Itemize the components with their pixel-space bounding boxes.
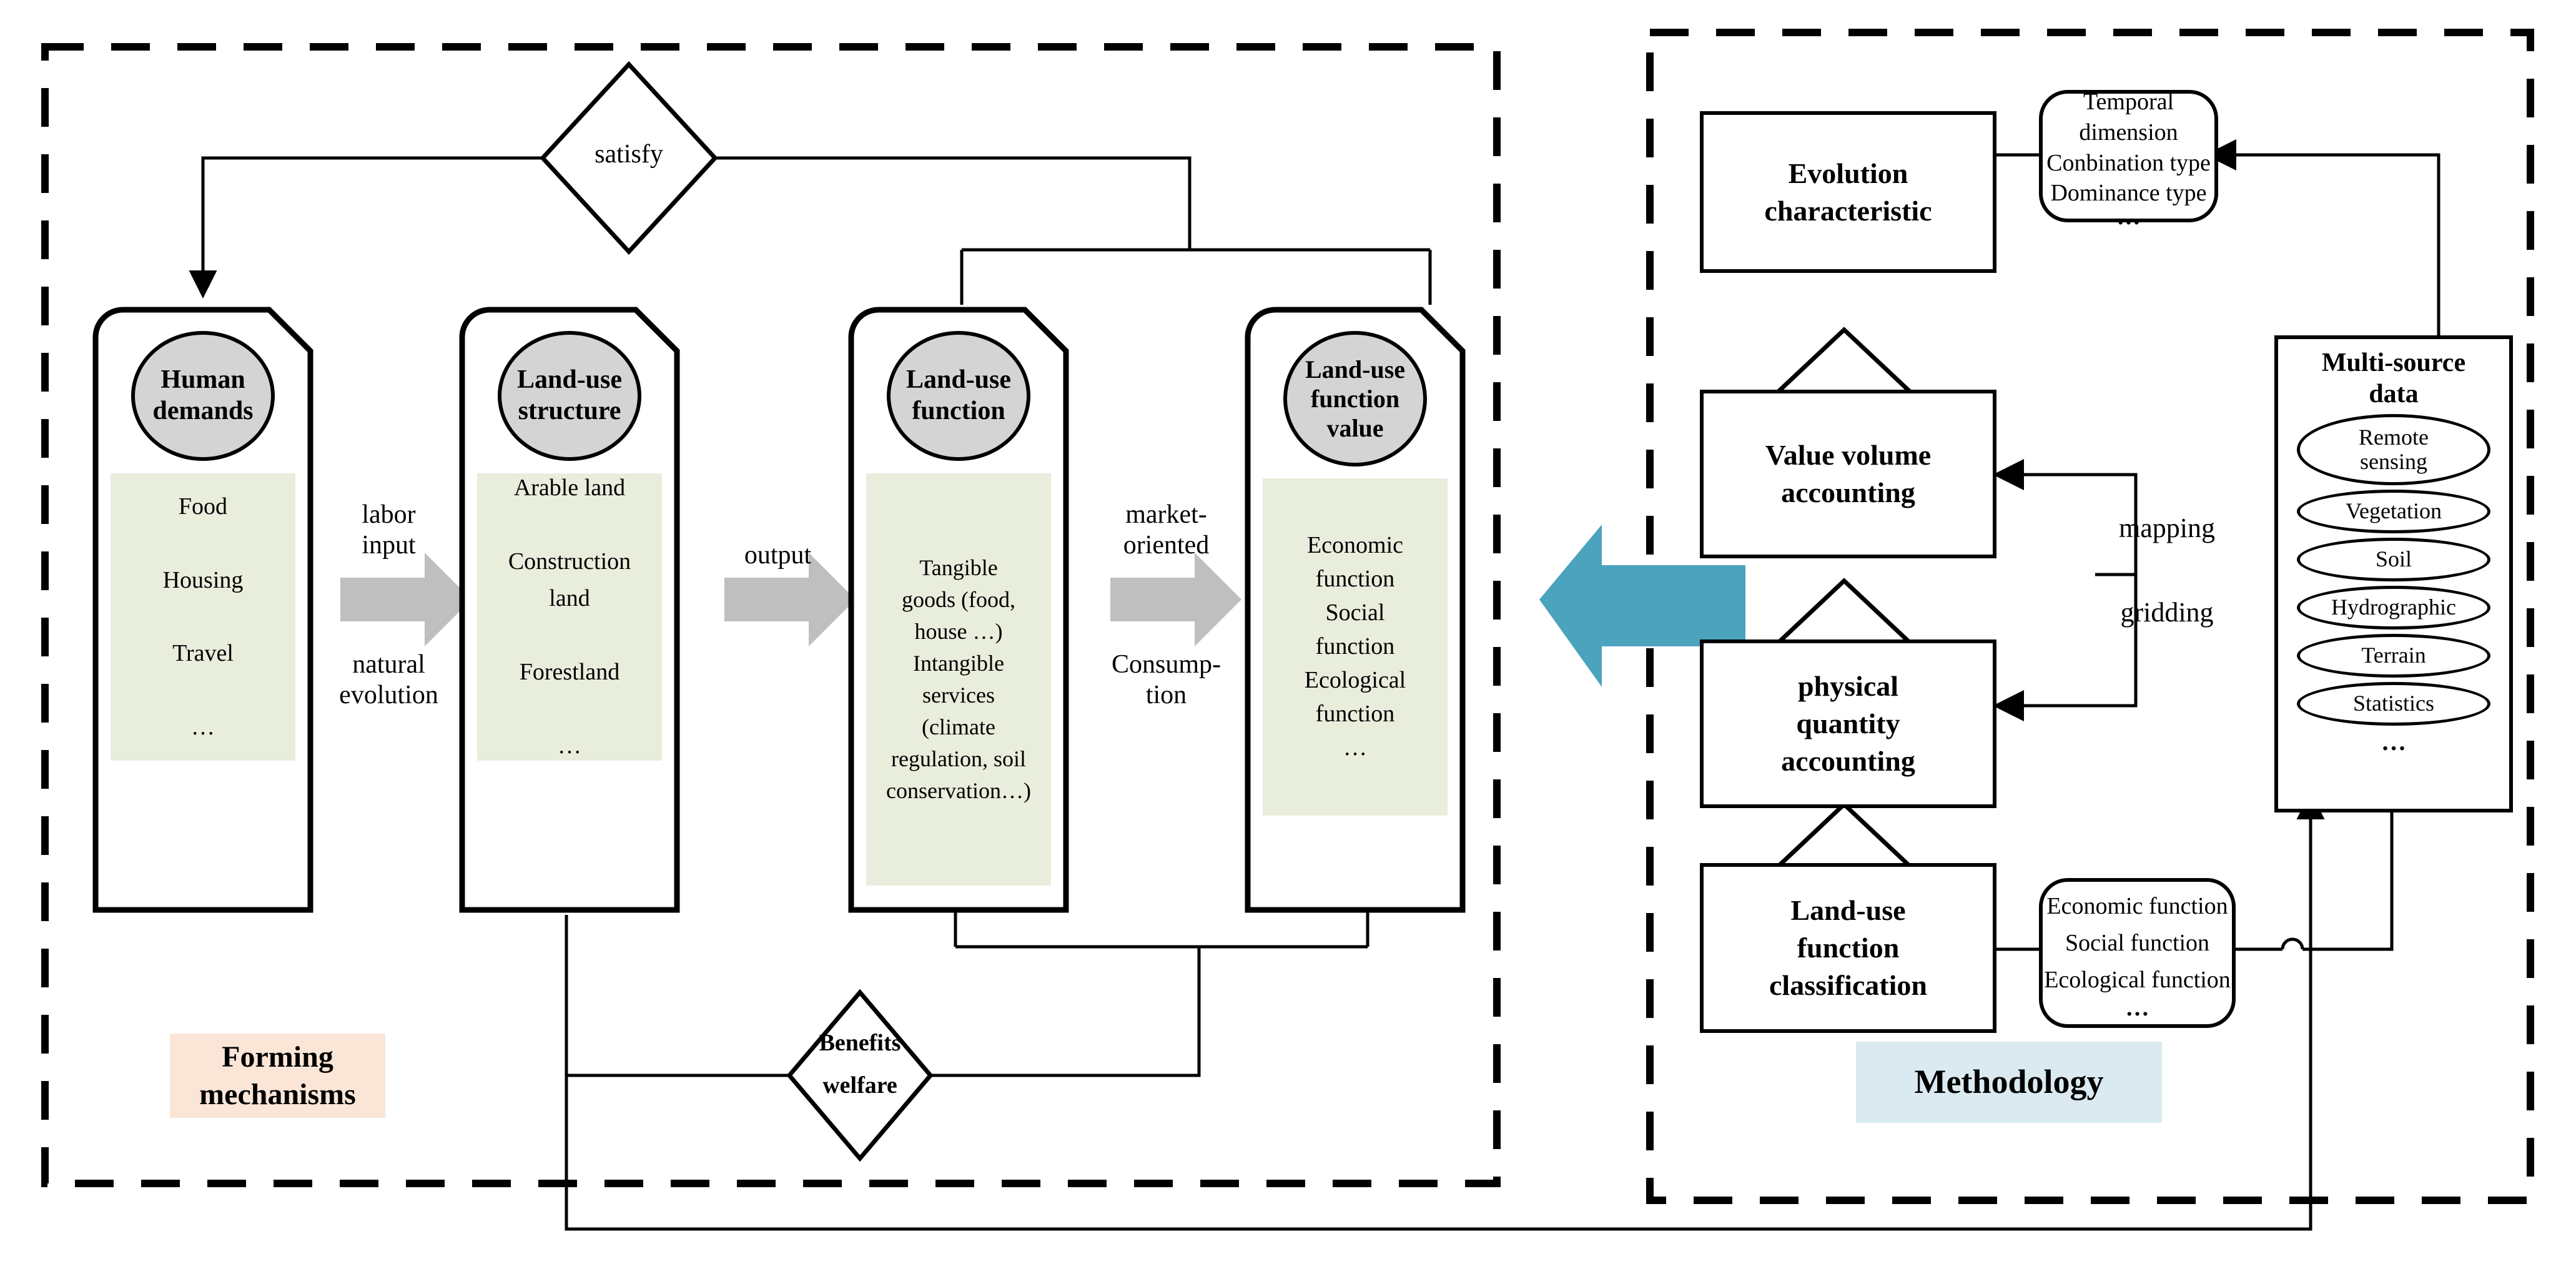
multi-source-ellipsis: … <box>2381 728 2406 756</box>
flow-label-2-above: output <box>744 541 812 570</box>
edge-gridding-to-physical-quantity <box>1992 575 2138 721</box>
list-item: Conbination type <box>2046 149 2211 176</box>
list-item: … <box>2116 203 2141 230</box>
flow-label-3-below: Consump- tion <box>1111 650 1221 709</box>
edge-label-mapping: mapping <box>2119 513 2215 543</box>
list-item: Economic function <box>2046 893 2228 920</box>
data-oval-hydrographic: Hydrographic <box>2297 586 2490 630</box>
forming-mechanisms-caption: Forming mechanisms <box>170 1034 385 1118</box>
pillar-title-ellipse: Human demands <box>131 331 275 461</box>
data-oval-terrain: Terrain <box>2297 634 2490 678</box>
pillar-items-panel: Economic function Social function Ecolog… <box>1263 478 1448 816</box>
flow-label-1-below: natural evolution <box>339 650 438 709</box>
methodology-caption: Methodology <box>1856 1042 2162 1123</box>
data-oval-soil: Soil <box>2297 538 2490 582</box>
pillar-items: Food Housing Travel … <box>162 493 244 741</box>
pillar-title: Human demands <box>152 365 254 425</box>
pillar-title: Land-use structure <box>516 365 623 425</box>
edge-satisfy-to-human-demands <box>189 156 543 299</box>
pillar-title-ellipse: Land-use function value <box>1283 331 1427 467</box>
pillar-items: Economic function Social function Ecolog… <box>1304 532 1406 761</box>
benefits-welfare-label: Benefits welfare <box>819 1030 901 1099</box>
list-function-classes: Economic function Social function Ecolog… <box>2039 878 2236 1028</box>
list-item: Social function <box>2065 930 2210 957</box>
list-item: … <box>2125 995 2149 1022</box>
pillar-land-use-structure: Land-use structure Arable land Construct… <box>457 305 682 915</box>
list-item: Dominance type <box>2050 180 2207 207</box>
pillar-items-panel: Arable land Construction land Forestland… <box>477 473 662 761</box>
pillar-items: Tangible goods (food, house …) Intangibl… <box>886 555 1031 804</box>
box-evolution-characteristic: Evolution characteristic <box>1700 111 1996 273</box>
pillar-items-panel: Food Housing Travel … <box>111 473 295 761</box>
edge-structure-to-benefits <box>565 915 789 1077</box>
list-item: Temporal dimension <box>2079 89 2178 146</box>
flow-label-3-above: market- oriented <box>1123 500 1210 560</box>
line-hop <box>2281 937 2304 950</box>
pillar-title: Land-use function value <box>1305 355 1406 443</box>
edge-label-gridding: gridding <box>2120 597 2214 628</box>
pillar-land-use-function-value: Land-use function value Economic functio… <box>1243 305 1468 915</box>
data-oval-statistics: Statistics <box>2297 682 2490 726</box>
pillar-human-demands: Human demands Food Housing Travel … <box>91 305 315 915</box>
box-multi-source-data: Multi-source data Remote sensing Vegetat… <box>2274 335 2513 812</box>
multi-source-title: Multi-source data <box>2321 348 2466 408</box>
pillar-items: Arable land Construction land Forestland… <box>508 475 631 759</box>
pillar-title-ellipse: Land-use function <box>887 331 1030 461</box>
list-item: Ecological function <box>2044 967 2231 994</box>
satisfy-label: satisfy <box>595 140 663 169</box>
pillar-title-ellipse: Land-use structure <box>498 331 641 461</box>
data-oval-remote-sensing: Remote sensing <box>2297 414 2490 486</box>
box-value-volume-accounting: Value volume accounting <box>1700 390 1996 558</box>
box-land-use-function-classification: Land-use function classification <box>1700 863 1996 1033</box>
box-physical-quantity-accounting: physical quantity accounting <box>1700 639 1996 808</box>
pillar-items-panel: Tangible goods (food, house …) Intangibl… <box>866 473 1051 886</box>
pillar-title: Land-use function <box>906 365 1012 425</box>
flow-label-1-above: labor input <box>362 500 416 560</box>
pillar-land-use-function: Land-use function Tangible goods (food, … <box>846 305 1071 915</box>
data-oval-vegetation: Vegetation <box>2297 490 2490 534</box>
list-evolution-attributes: Temporal dimension Conbination type Domi… <box>2039 89 2218 230</box>
